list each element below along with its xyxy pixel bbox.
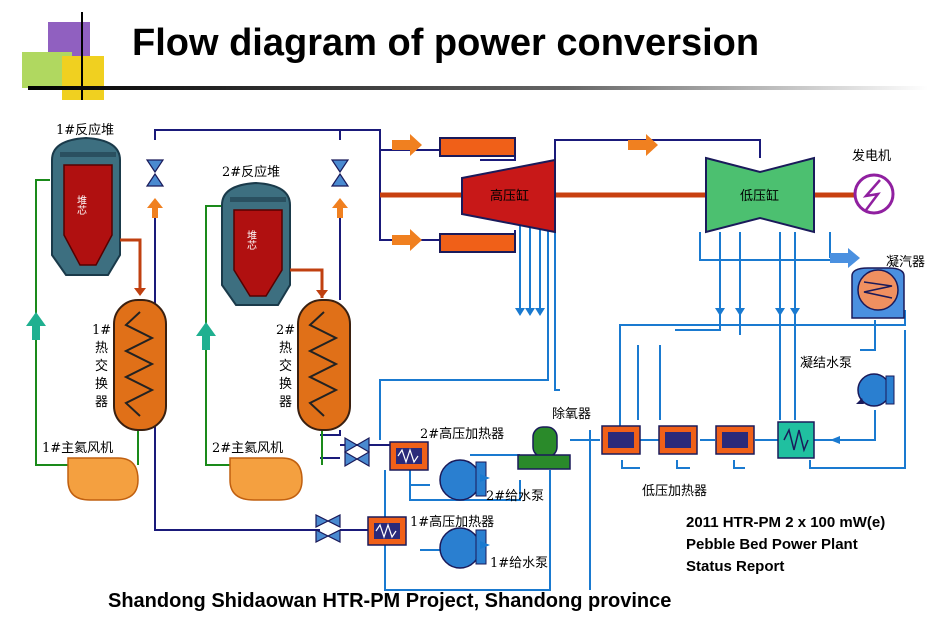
blower-2 [229, 457, 303, 501]
feed-pump-2 [439, 459, 487, 501]
lp-turbine: 低压缸 [705, 156, 815, 234]
hx-1-label: 1#热交换器 [92, 323, 111, 410]
reactor-2-label: 2#反应堆 [222, 164, 280, 180]
arrow-up-loop2 [196, 322, 216, 350]
arrow-crossover [628, 134, 658, 156]
deaerator-label: 除氧器 [552, 407, 591, 422]
core-label-1: 堆芯 [75, 195, 87, 215]
hp-heater-1-label: 1#高压加热器 [410, 514, 494, 530]
arrow-down-hx1 [134, 288, 146, 296]
reactor-2-core [233, 209, 283, 297]
reactor-1-label: 1#反应堆 [56, 122, 114, 138]
arrow-to-condenser [830, 248, 860, 268]
deaerator [517, 426, 571, 470]
title-underline [28, 86, 928, 90]
arrow-up-steam1 [147, 198, 163, 218]
condenser [851, 267, 905, 319]
report-line-2: Pebble Bed Power Plant [686, 536, 858, 553]
hp-cylinder-label: 高压缸 [490, 188, 529, 204]
hp-turbine: 高压缸 [461, 158, 556, 234]
arrow-down-hx2 [316, 290, 328, 298]
extraction-arrowheads [480, 308, 840, 549]
reactor-1-core [63, 164, 113, 266]
heat-exchanger-1 [113, 299, 167, 431]
hp-heater-2 [389, 441, 429, 471]
arrow-steam-bottom [392, 229, 422, 251]
arrow-steam-top [392, 134, 422, 156]
reactor-1: 堆芯 [51, 136, 121, 276]
arrow-up-steam2 [332, 198, 348, 218]
lp-cylinder-label: 低压缸 [740, 188, 779, 204]
lp-heaters-label: 低压加热器 [642, 484, 707, 499]
generator-label: 发电机 [852, 148, 891, 164]
page-title: Flow diagram of power conversion [132, 22, 760, 64]
hp-heater-1 [367, 516, 407, 546]
footer-caption: Shandong Shidaowan HTR-PM Project, Shand… [108, 590, 672, 612]
steam-valves [145, 159, 370, 543]
report-line-1: 2011 HTR-PM 2 x 100 mW(e) [686, 514, 886, 531]
feed-pump-1-label: 1#给水泵 [490, 556, 548, 571]
condensate-pump [856, 373, 895, 407]
condensate-pump-label: 凝结水泵 [800, 355, 852, 371]
feed-pump-1 [439, 527, 487, 569]
hx-2-label: 2#热交换器 [276, 323, 295, 410]
lp-heaters [601, 421, 815, 459]
reactor-2: 堆芯 [221, 181, 291, 306]
condenser-label: 凝汽器 [886, 254, 925, 270]
heat-exchanger-2 [297, 299, 351, 431]
feed-pump-2-label: 2#给水泵 [486, 489, 544, 504]
water-pipes [379, 220, 906, 591]
core-label-2: 堆芯 [245, 230, 257, 250]
blower-2-label: 2#主氦风机 [212, 441, 283, 456]
blower-1-label: 1#主氦风机 [42, 441, 113, 456]
generator [853, 173, 895, 215]
blower-1 [67, 457, 139, 501]
arrow-up-loop1 [26, 312, 46, 340]
reheater-bottom [439, 233, 516, 253]
reheater-top [439, 137, 516, 157]
hot-gas-ducts [120, 238, 324, 298]
report-caption: 2011 HTR-PM 2 x 100 mW(e) Pebble Bed Pow… [686, 512, 885, 578]
hp-heater-2-label: 2#高压加热器 [420, 426, 504, 442]
report-line-3: Status Report [686, 558, 785, 575]
